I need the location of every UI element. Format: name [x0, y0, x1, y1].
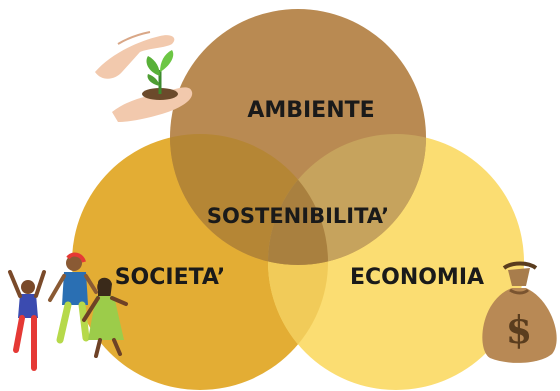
ambiente-label: AMBIENTE	[247, 98, 374, 123]
societa-label: SOCIETA’	[115, 265, 226, 290]
people-dancing-icon	[8, 252, 128, 371]
economia-label: ECONOMIA	[350, 265, 484, 290]
money-bag-icon: $	[482, 261, 557, 363]
hands-plant-icon	[95, 31, 193, 122]
dollar-sign: $	[506, 307, 532, 352]
center-label: SOSTENIBILITA’	[207, 204, 389, 228]
